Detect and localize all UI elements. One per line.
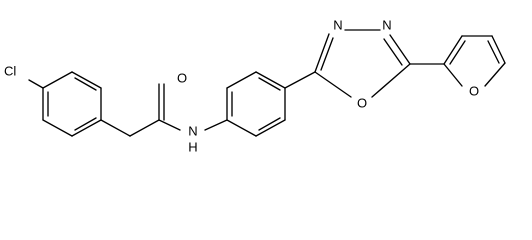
bond (484, 62, 506, 87)
bond-n-ring (204, 119, 228, 131)
bond (71, 119, 102, 137)
oxadiazole-ring (314, 29, 411, 98)
bond (491, 35, 506, 64)
bond (42, 71, 73, 89)
furan-ring (443, 35, 506, 87)
bond (371, 63, 411, 98)
bond (226, 71, 257, 89)
oxadiazole-nitrogen-label: N (382, 18, 391, 33)
bond (258, 77, 281, 91)
bond-c-cl (28, 79, 44, 89)
bond (258, 117, 281, 131)
molecule-structure: Cl O N H N N O O (4, 18, 506, 155)
bond (449, 40, 466, 65)
bond (320, 37, 334, 71)
bond (487, 40, 500, 64)
bond (74, 117, 97, 131)
bond (389, 34, 411, 65)
bond-c-n (158, 119, 181, 131)
bond-ch2-co (129, 119, 160, 137)
bond-ch2 (100, 119, 131, 137)
chlorophenyl-ring (42, 71, 102, 137)
furan-oxygen-label: O (469, 84, 479, 99)
bond (42, 119, 73, 137)
bond (443, 63, 463, 87)
bond (74, 77, 97, 91)
bond (314, 71, 352, 98)
chlorine-label: Cl (4, 64, 16, 79)
bond (255, 71, 286, 89)
bond (383, 38, 403, 66)
amide-hydrogen-label: H (188, 140, 197, 155)
bond (314, 33, 330, 73)
oxadiazole-nitrogen-label: N (333, 18, 342, 33)
amide-nitrogen-label: N (188, 124, 197, 139)
bond (443, 35, 463, 65)
bond (71, 71, 102, 89)
phenyl-ring (226, 71, 286, 137)
bond-phenyl-oxadiazole (284, 71, 316, 89)
carbonyl-oxygen-label: O (177, 71, 187, 86)
oxadiazole-oxygen-label: O (357, 96, 367, 111)
bond (226, 119, 257, 137)
bond (255, 119, 286, 137)
